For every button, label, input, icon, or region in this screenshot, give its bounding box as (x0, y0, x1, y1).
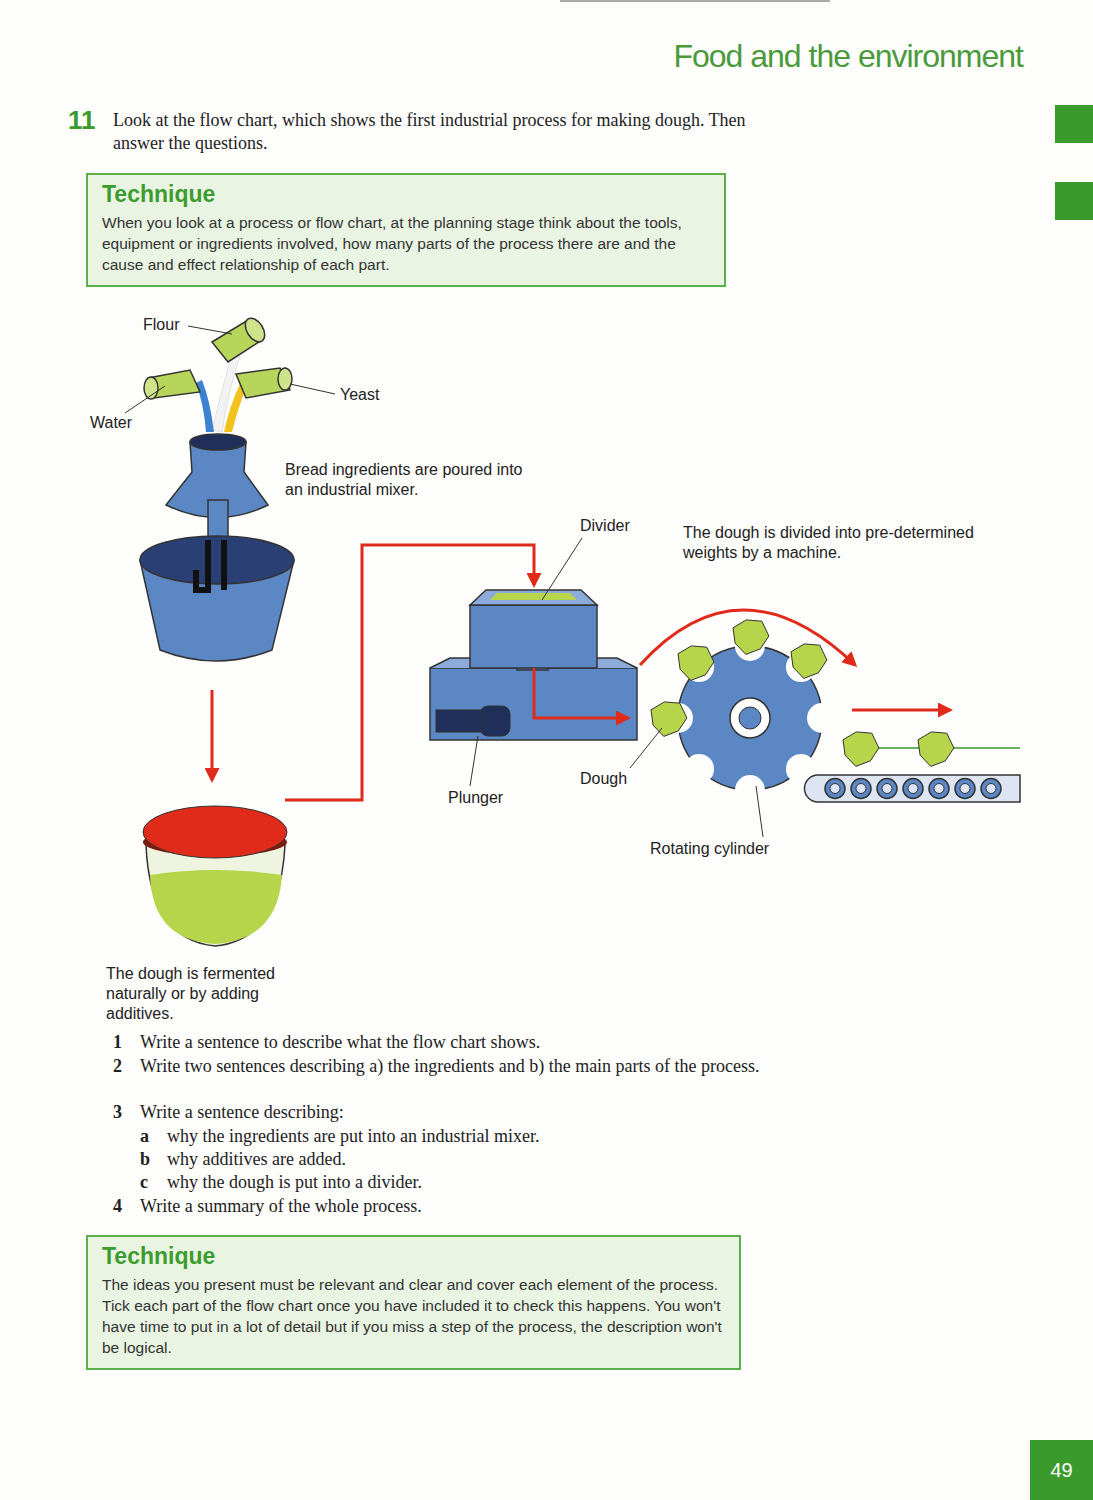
exercise-number: 11 (68, 104, 96, 137)
page-title: Food and the environment (673, 38, 1023, 75)
sub-question-letter: b (140, 1148, 150, 1171)
question-number: 1 (113, 1031, 122, 1054)
flow-arrow (534, 668, 628, 718)
question-text: Write a sentence describing: (140, 1101, 800, 1124)
question-text: why the ingredients are put into an indu… (167, 1125, 807, 1148)
dough-ball (678, 646, 714, 681)
leader-line (125, 326, 763, 837)
instruction-text: Look at the flow chart, which shows the … (113, 109, 773, 155)
part-label: Plunger (448, 788, 503, 808)
divider-machine (430, 590, 637, 740)
question-number: 3 (113, 1101, 122, 1124)
question-text: Write two sentences describing a) the in… (140, 1055, 780, 1078)
question-text: Write a sentence to describe what the fl… (140, 1031, 800, 1054)
technique-box: TechniqueWhen you look at a process or f… (86, 173, 726, 287)
part-label: Divider (580, 516, 630, 536)
yeast-canister (236, 368, 292, 398)
page-number: 49 (1050, 1459, 1072, 1482)
industrial-mixer (140, 434, 294, 661)
box-heading: Technique (102, 181, 710, 208)
flour-stream (212, 352, 240, 432)
step-caption: The dough is divided into pre-determined… (683, 523, 1028, 563)
sub-question-letter: a (140, 1125, 149, 1148)
part-label: Dough (580, 769, 627, 789)
dough-ball (843, 732, 879, 767)
dough-ball (651, 702, 687, 737)
flow-arrow (852, 709, 950, 712)
question-text: why the dough is put into a divider. (167, 1171, 807, 1194)
page-number-box: 49 (1030, 1440, 1093, 1500)
sub-question-letter: c (140, 1171, 148, 1194)
side-tab (1055, 182, 1093, 220)
technique-box: TechniqueThe ideas you present must be r… (86, 1235, 741, 1370)
question-text: Write a summary of the whole process. (140, 1195, 800, 1218)
dough-ball (733, 620, 769, 655)
rotating-cylinder (651, 620, 837, 805)
part-label: Water (90, 413, 132, 433)
conveyor-belt (805, 732, 1021, 802)
box-heading: Technique (102, 1243, 725, 1270)
question-number: 2 (113, 1055, 122, 1078)
dough-ball (918, 732, 954, 767)
fermentation-bowl (143, 806, 287, 946)
step-caption: Bread ingredients are poured into an ind… (285, 460, 530, 500)
rotation-arrow (640, 610, 855, 665)
question-number: 4 (113, 1195, 122, 1218)
side-tab (1055, 105, 1093, 143)
question-text: why additives are added. (167, 1148, 807, 1171)
box-body: The ideas you present must be relevant a… (102, 1274, 725, 1358)
flour-canister (212, 315, 269, 362)
part-label: Flour (143, 315, 179, 335)
flow-arrow (211, 690, 214, 780)
box-body: When you look at a process or flow chart… (102, 212, 710, 275)
part-label: Yeast (340, 385, 379, 405)
part-label: Rotating cylinder (650, 839, 769, 859)
dough-ball (791, 644, 827, 679)
step-caption: The dough is fermented naturally or by a… (106, 964, 321, 1024)
